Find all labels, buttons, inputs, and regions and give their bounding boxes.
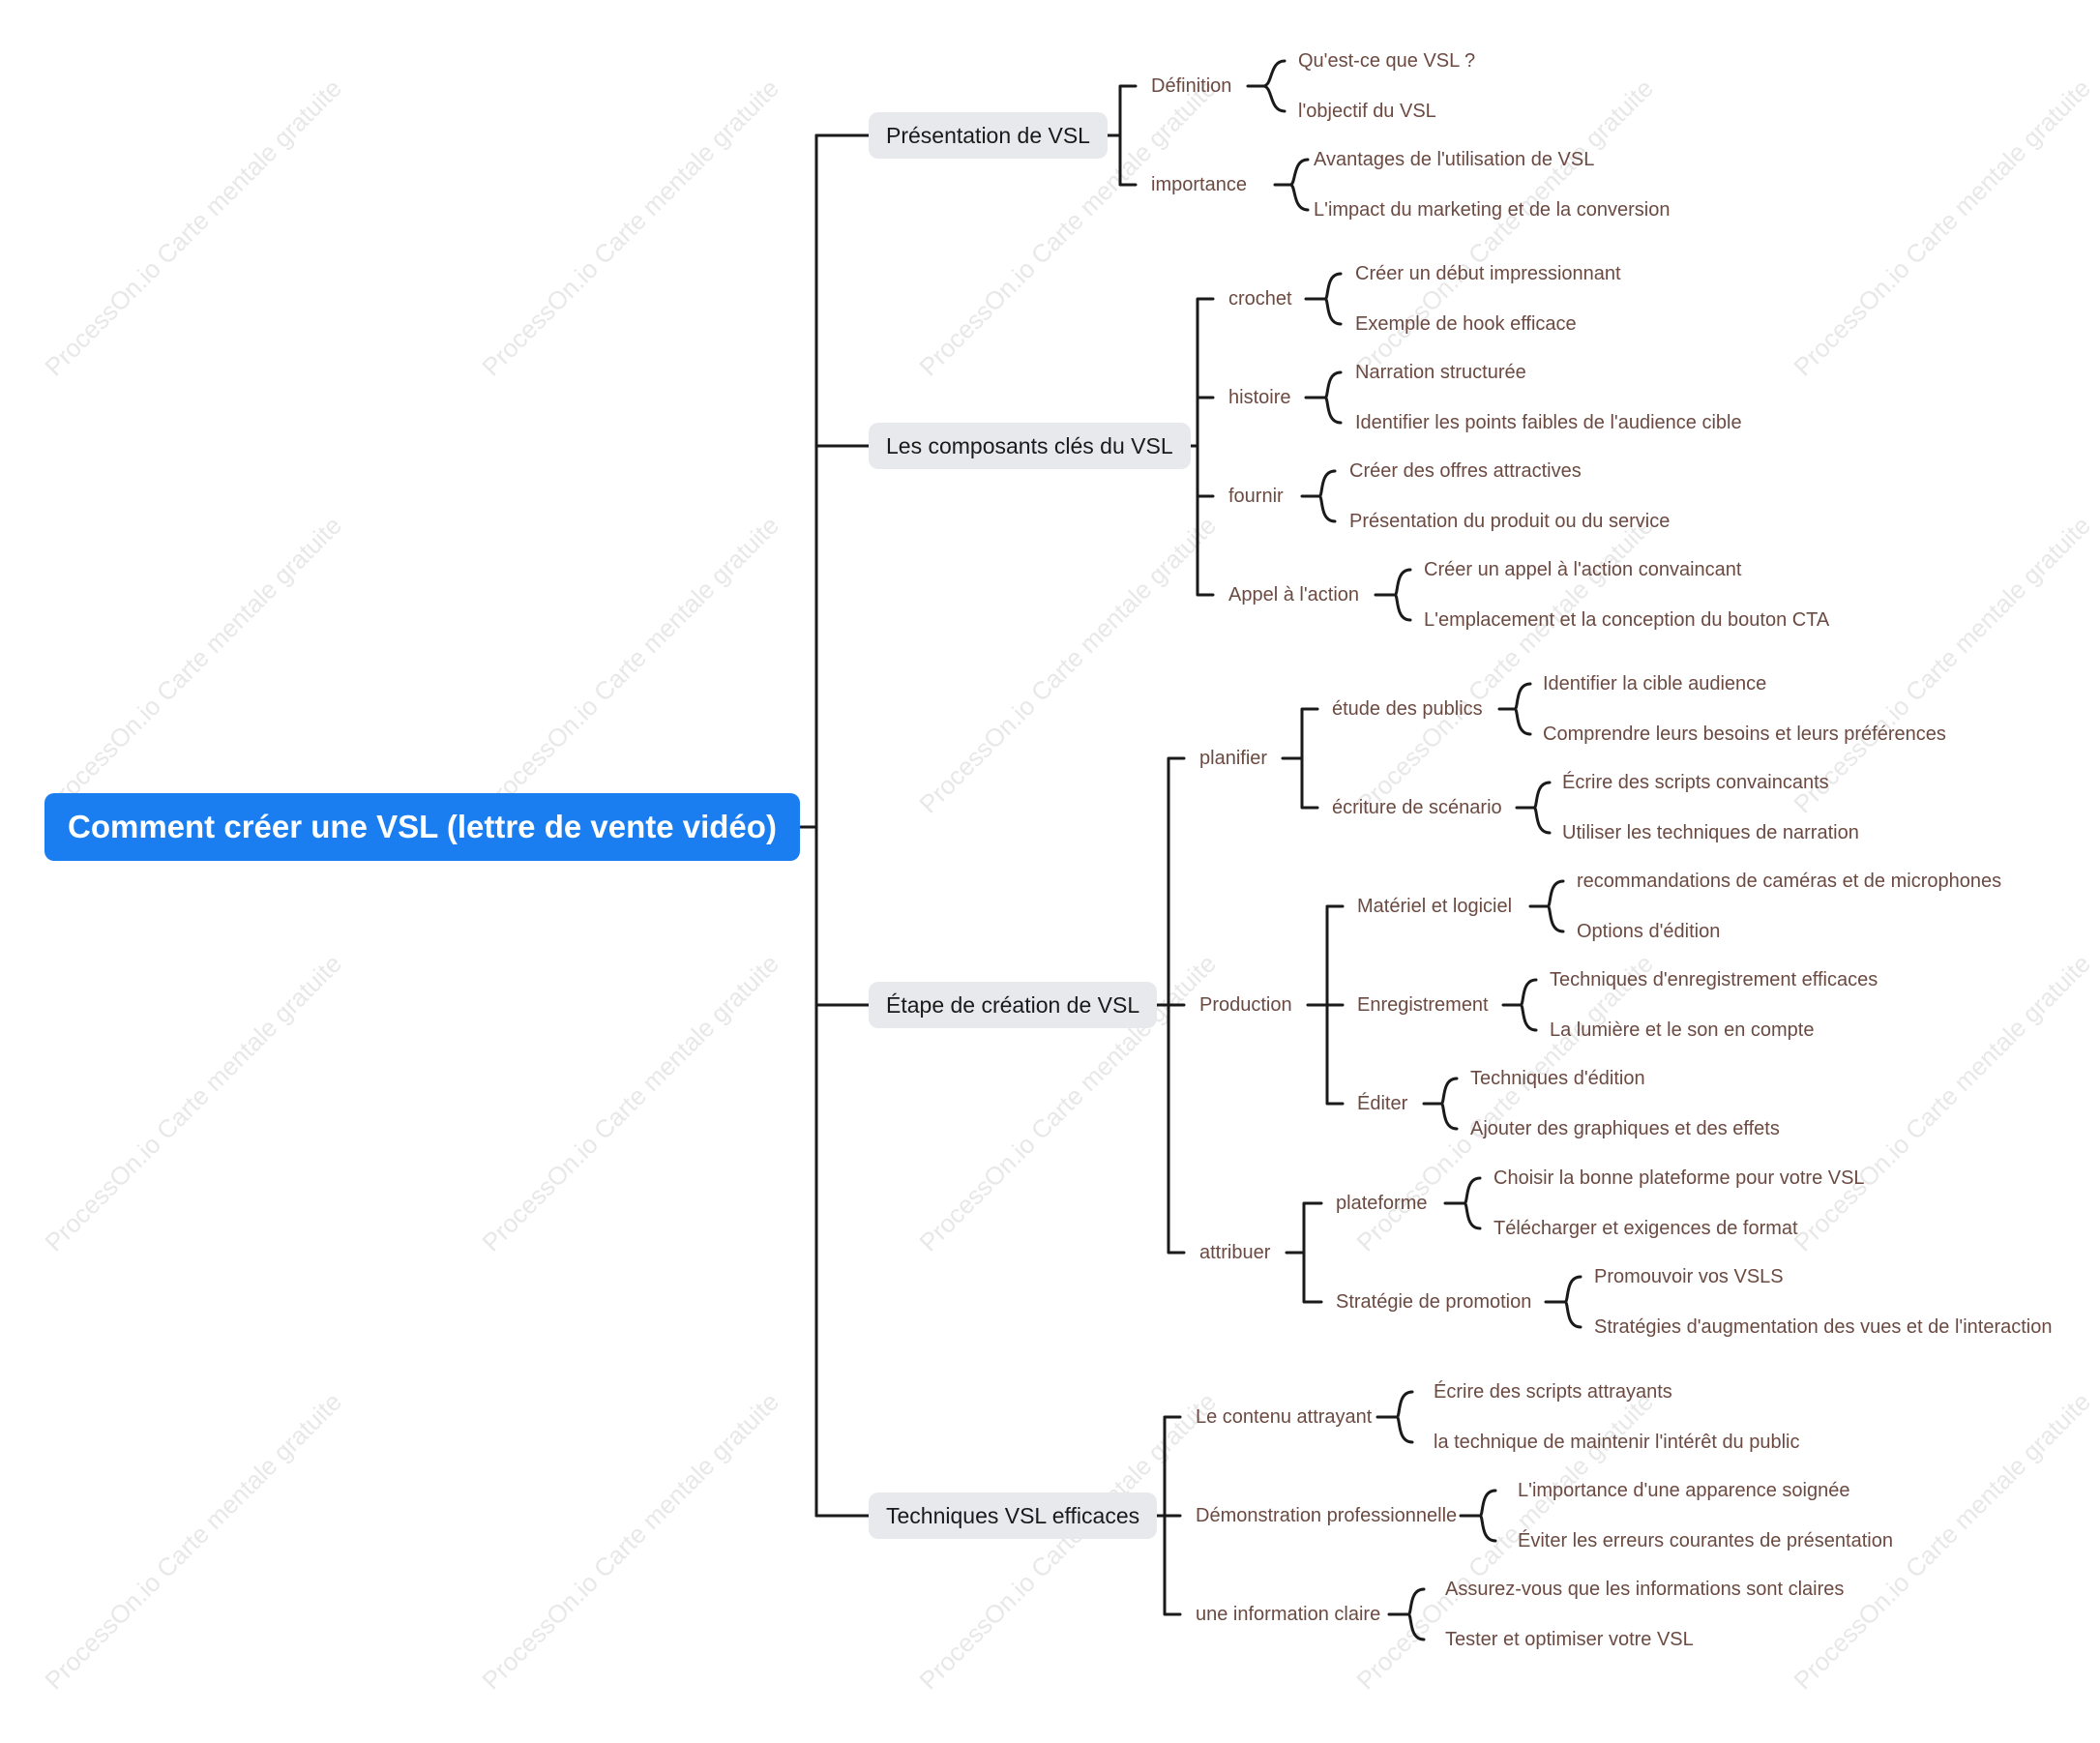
topic-leaf[interactable]: Écrire des scripts convaincants — [1562, 772, 1829, 793]
topic-leaf[interactable]: Créer un appel à l'action convaincant — [1424, 559, 1742, 580]
topic-leaf[interactable]: Techniques d'édition — [1470, 1068, 1645, 1089]
branch-etape-creation[interactable]: Étape de création de VSL — [869, 982, 1158, 1028]
topic-fournir[interactable]: fournir — [1228, 486, 1284, 507]
topic-leaf[interactable]: L'impact du marketing et de la conversio… — [1314, 199, 1671, 221]
topic-leaf[interactable]: Utiliser les techniques de narration — [1562, 822, 1859, 843]
topic-leaf[interactable]: Identifier les points faibles de l'audie… — [1355, 412, 1742, 433]
topic-leaf[interactable]: Éviter les erreurs courantes de présenta… — [1518, 1530, 1893, 1551]
topic-demonstration-pro[interactable]: Démonstration professionnelle — [1196, 1505, 1458, 1526]
topic-etude-publics[interactable]: étude des publics — [1332, 698, 1483, 720]
topic-information-claire[interactable]: une information claire — [1196, 1604, 1381, 1625]
topic-editer[interactable]: Éditer — [1357, 1093, 1408, 1114]
topic-leaf[interactable]: Écrire des scripts attrayants — [1434, 1381, 1672, 1403]
topic-leaf[interactable]: La lumière et le son en compte — [1550, 1019, 1815, 1041]
branch-composants[interactable]: Les composants clés du VSL — [869, 423, 1191, 469]
topic-planifier[interactable]: planifier — [1199, 748, 1268, 769]
topic-leaf[interactable]: Télécharger et exigences de format — [1494, 1218, 1798, 1239]
topic-leaf[interactable]: Options d'édition — [1577, 921, 1721, 942]
topic-leaf[interactable]: Tester et optimiser votre VSL — [1445, 1629, 1694, 1650]
topic-leaf[interactable]: Avantages de l'utilisation de VSL — [1314, 149, 1595, 170]
branch-techniques[interactable]: Techniques VSL efficaces — [869, 1492, 1158, 1539]
topic-enregistrement[interactable]: Enregistrement — [1357, 994, 1489, 1016]
topic-ecriture-scenario[interactable]: écriture de scénario — [1332, 797, 1502, 818]
topic-leaf[interactable]: l'objectif du VSL — [1298, 101, 1436, 122]
topic-leaf[interactable]: Promouvoir vos VSLS — [1594, 1266, 1784, 1287]
topic-materiel-logiciel[interactable]: Matériel et logiciel — [1357, 896, 1513, 917]
topic-appel-action[interactable]: Appel à l'action — [1228, 584, 1360, 606]
topic-crochet[interactable]: crochet — [1228, 288, 1292, 310]
topic-plateforme[interactable]: plateforme — [1336, 1193, 1428, 1214]
topic-leaf[interactable]: Identifier la cible audience — [1543, 673, 1767, 694]
topic-leaf[interactable]: Présentation du produit ou du service — [1349, 511, 1671, 532]
topic-leaf[interactable]: Techniques d'enregistrement efficaces — [1550, 969, 1878, 990]
topic-leaf[interactable]: recommandations de caméras et de microph… — [1577, 871, 2002, 892]
branch-presentation[interactable]: Présentation de VSL — [869, 112, 1108, 159]
topic-leaf[interactable]: Exemple de hook efficace — [1355, 313, 1577, 335]
topic-leaf[interactable]: L'emplacement et la conception du bouton… — [1424, 609, 1830, 631]
topic-production[interactable]: Production — [1199, 994, 1292, 1016]
topic-importance[interactable]: importance — [1151, 174, 1247, 195]
topic-leaf[interactable]: Qu'est-ce que VSL ? — [1298, 50, 1476, 72]
topic-attribuer[interactable]: attribuer — [1199, 1242, 1271, 1263]
root-topic[interactable]: Comment créer une VSL (lettre de vente v… — [44, 793, 800, 861]
topic-leaf[interactable]: Stratégies d'augmentation des vues et de… — [1594, 1316, 2053, 1338]
topic-leaf[interactable]: Narration structurée — [1355, 362, 1526, 383]
topic-histoire[interactable]: histoire — [1228, 387, 1291, 408]
topic-definition[interactable]: Définition — [1151, 75, 1232, 97]
topic-contenu-attrayant[interactable]: Le contenu attrayant — [1196, 1406, 1373, 1428]
topic-leaf[interactable]: Choisir la bonne plateforme pour votre V… — [1494, 1167, 1865, 1189]
topic-leaf[interactable]: Créer un début impressionnant — [1355, 263, 1621, 284]
topic-leaf[interactable]: Créer des offres attractives — [1349, 460, 1582, 482]
topic-leaf[interactable]: Comprendre leurs besoins et leurs préfér… — [1543, 724, 1946, 745]
topic-strategie-promotion[interactable]: Stratégie de promotion — [1336, 1291, 1532, 1313]
topic-leaf[interactable]: Assurez-vous que les informations sont c… — [1445, 1579, 1845, 1600]
topic-leaf[interactable]: L'importance d'une apparence soignée — [1518, 1480, 1850, 1501]
topic-leaf[interactable]: Ajouter des graphiques et des effets — [1470, 1118, 1780, 1139]
topic-leaf[interactable]: la technique de maintenir l'intérêt du p… — [1434, 1432, 1800, 1453]
